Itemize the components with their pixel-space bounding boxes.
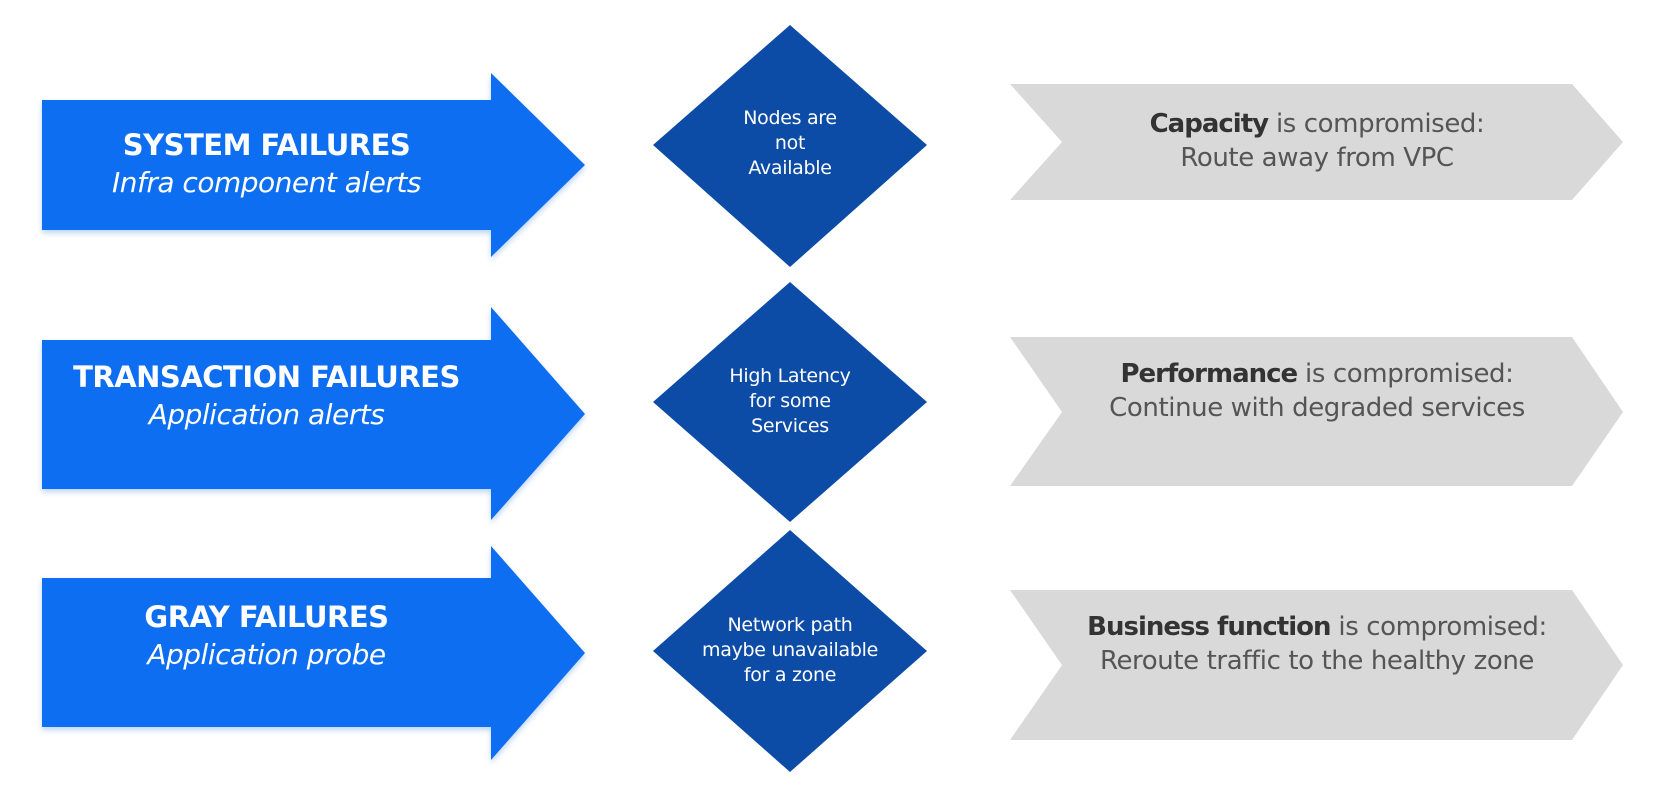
symptom-line: Nodes are (743, 107, 837, 129)
failure-label-transaction: TRANSACTION FAILURES Application alerts (42, 358, 491, 434)
impact-action: Continue with degraded services (1109, 393, 1525, 423)
symptom-line: Services (751, 415, 829, 437)
failure-title: TRANSACTION FAILURES (73, 360, 460, 394)
symptom-diamond-nodes (653, 25, 927, 267)
impact-suffix: is compromised: (1297, 359, 1514, 389)
impact-term: Capacity (1149, 109, 1269, 139)
impact-chevron-performance (1010, 337, 1623, 486)
symptom-diamond-latency (653, 282, 927, 522)
failure-arrow-transaction (42, 307, 585, 520)
symptom-line: for some (749, 390, 831, 412)
impact-chevron-business (1010, 590, 1623, 740)
failure-arrow-gray (42, 546, 585, 760)
failure-arrow-system (42, 73, 585, 257)
symptom-line: Available (748, 157, 832, 179)
symptom-line: Network path (727, 614, 853, 636)
impact-label-capacity: Capacity is compromised: Route away from… (1062, 107, 1572, 175)
symptom-line: High Latency (729, 365, 851, 387)
impact-label-performance: Performance is compromised: Continue wit… (1062, 357, 1572, 425)
symptom-label-latency: High Latency for some Services (700, 364, 880, 439)
failure-label-gray: GRAY FAILURES Application probe (42, 598, 491, 674)
impact-term: Business function (1087, 612, 1331, 642)
failure-title: GRAY FAILURES (144, 600, 389, 634)
impact-suffix: is compromised: (1330, 612, 1547, 642)
impact-suffix: is compromised: (1268, 109, 1485, 139)
impact-chevron-capacity (1010, 84, 1623, 200)
symptom-line: not (774, 132, 806, 154)
impact-label-business: Business function is compromised: Rerout… (1062, 610, 1572, 678)
failure-label-system: SYSTEM FAILURES Infra component alerts (42, 126, 491, 202)
failure-title: SYSTEM FAILURES (122, 128, 411, 162)
symptom-diamond-network (653, 530, 927, 772)
impact-action: Reroute traffic to the healthy zone (1099, 646, 1535, 676)
symptom-label-network: Network path maybe unavailable for a zon… (700, 613, 880, 688)
impact-term: Performance (1120, 359, 1298, 389)
failure-subtitle: Infra component alerts (112, 166, 421, 199)
failure-subtitle: Application alerts (148, 398, 385, 431)
symptom-line: maybe unavailable (702, 639, 878, 661)
symptom-line: for a zone (743, 664, 837, 686)
impact-action: Route away from VPC (1180, 143, 1454, 173)
failure-subtitle: Application probe (147, 638, 386, 671)
symptom-label-nodes: Nodes are not Available (700, 106, 880, 181)
